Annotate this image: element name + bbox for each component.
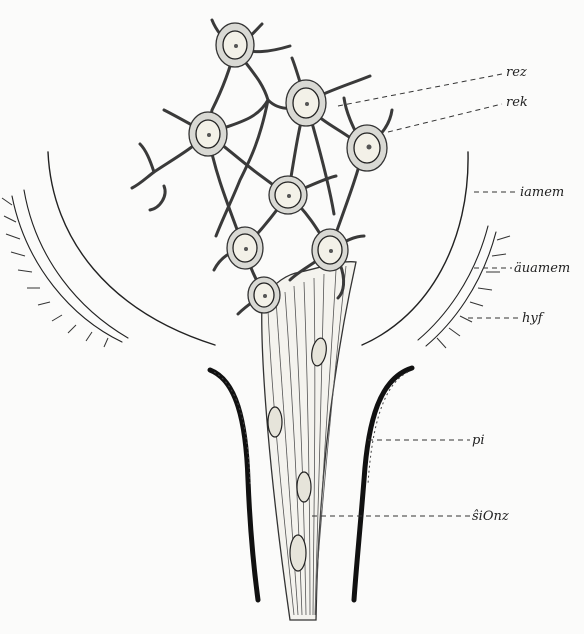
stalk-nucleus xyxy=(268,407,282,437)
label-rek: rek xyxy=(506,95,528,110)
label-rez: rez xyxy=(506,65,527,80)
nerve-cell xyxy=(286,80,326,126)
label-hyf: hyf xyxy=(522,311,545,326)
nerve-cell xyxy=(189,112,227,156)
label-iamem: iamem xyxy=(520,185,564,200)
pia-right xyxy=(354,368,412,600)
label-auamem: äuamem xyxy=(514,261,570,276)
nerve-cell xyxy=(248,277,280,313)
nerve-stalk xyxy=(262,262,356,620)
membrane-left xyxy=(2,152,215,347)
nerve-cell xyxy=(312,229,348,271)
label-pi: pi xyxy=(472,433,484,448)
nerve-cell xyxy=(269,176,307,214)
membrane-right xyxy=(362,152,510,348)
nerve-cell xyxy=(216,23,254,67)
cells xyxy=(189,23,387,313)
stalk-nucleus xyxy=(297,472,311,502)
nerve-cell xyxy=(227,227,263,269)
labels: rez rek iamem äuamem hyf pi ŝiOnz xyxy=(472,65,570,524)
stalk-nucleus xyxy=(290,535,306,571)
pia-left xyxy=(210,370,258,600)
nerve-cell-rek xyxy=(347,125,387,171)
label-sionz: ŝiOnz xyxy=(472,509,509,524)
hyphae-right xyxy=(437,236,510,348)
